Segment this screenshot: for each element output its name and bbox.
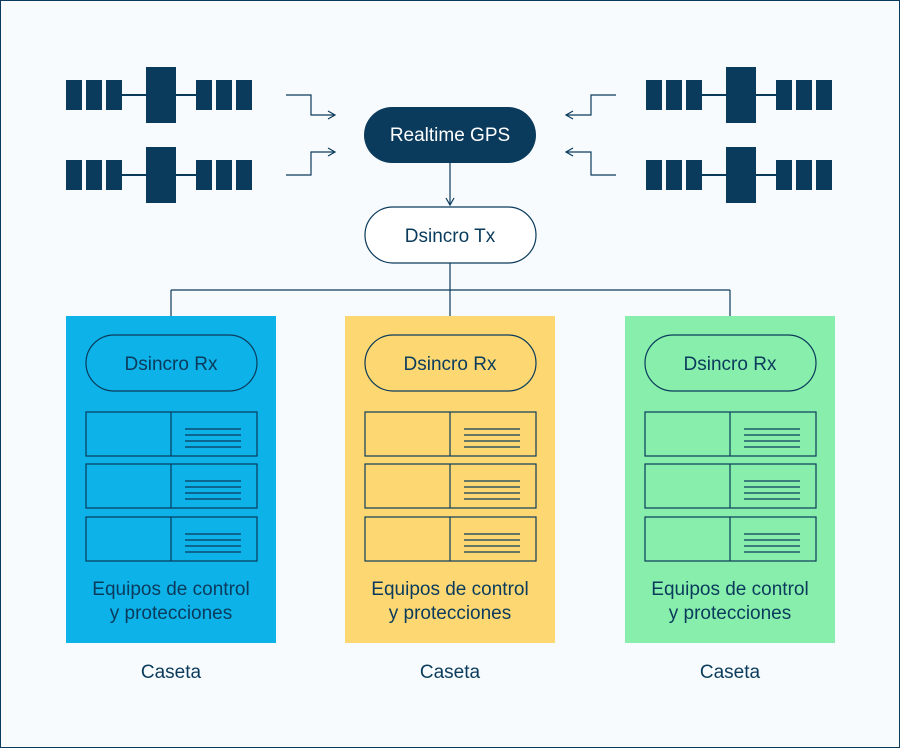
lines-icon — [744, 533, 800, 553]
arrow-sat2-to-gps — [286, 147, 337, 176]
satellite-icon — [646, 147, 832, 203]
equipment-label-line2: y protecciones — [110, 603, 233, 624]
lines-icon — [464, 533, 520, 553]
equipment-label-line1: Equipos de control — [92, 579, 249, 600]
caseta-2: Dsincro Rx Equipos de control y protecci… — [345, 316, 555, 683]
caseta-caption: Caseta — [420, 662, 481, 683]
lines-icon — [744, 480, 800, 500]
tx-label: Dsincro Tx — [405, 226, 496, 247]
rx-node — [85, 334, 258, 392]
arrow-sat3-to-gps — [564, 94, 616, 120]
equipment-label-line2: y protecciones — [389, 603, 512, 624]
equipment-label-line1: Equipos de control — [651, 579, 808, 600]
caseta-caption: Caseta — [141, 662, 202, 683]
caseta-caption: Caseta — [700, 662, 761, 683]
rx-node — [364, 334, 537, 392]
rx-label: Dsincro Rx — [404, 354, 497, 375]
caseta-1: Dsincro Rx Equipos de control y protecci… — [66, 316, 276, 683]
caseta-3: Dsincro Rx Equipos de control y protecci… — [625, 316, 835, 683]
lines-icon — [464, 428, 520, 448]
lines-icon — [464, 480, 520, 500]
satellite-icon — [646, 67, 832, 123]
equipment-label-line2: y protecciones — [669, 603, 792, 624]
arrow-sat4-to-gps — [564, 147, 616, 176]
gps-node — [364, 107, 536, 163]
lines-icon — [744, 428, 800, 448]
rx-label: Dsincro Rx — [684, 354, 777, 375]
satellite-icon — [66, 67, 252, 123]
lines-icon — [185, 428, 241, 448]
lines-icon — [185, 533, 241, 553]
arrow-sat1-to-gps — [286, 94, 337, 120]
lines-icon — [185, 480, 241, 500]
rx-node — [644, 334, 817, 392]
satellite-icon — [66, 147, 252, 203]
gps-label: Realtime GPS — [390, 125, 510, 146]
rx-label: Dsincro Rx — [125, 354, 218, 375]
equipment-label-line1: Equipos de control — [371, 579, 528, 600]
